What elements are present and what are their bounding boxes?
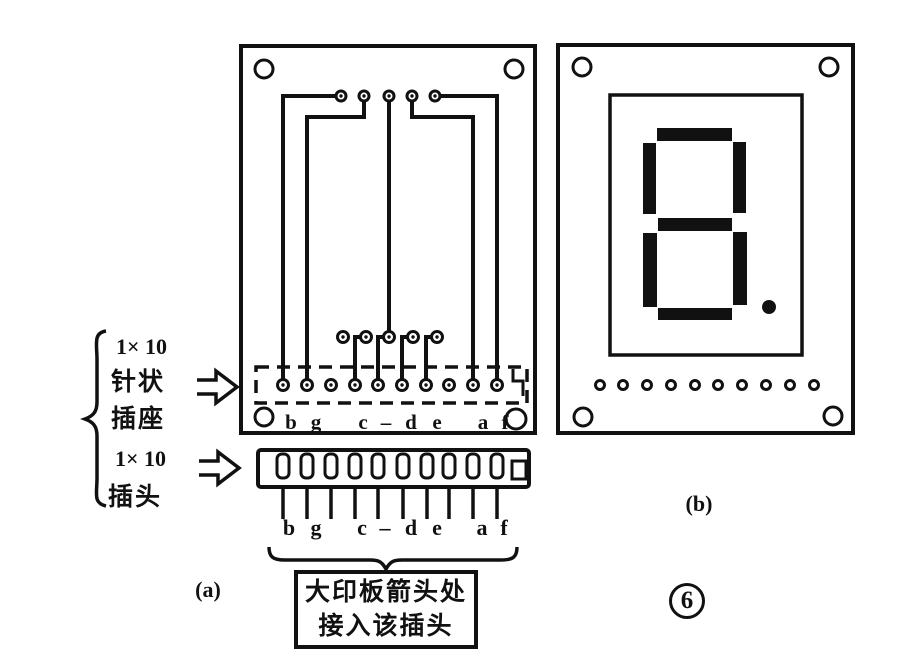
caption-a: (a) bbox=[195, 577, 221, 602]
figure-number-badge: 6 bbox=[669, 583, 705, 619]
segment-d bbox=[658, 308, 732, 320]
plug-leads bbox=[281, 487, 499, 519]
pin-label: f bbox=[500, 515, 508, 540]
socket-key-notch bbox=[511, 369, 525, 396]
pin-label: a bbox=[476, 515, 488, 540]
note-box-line2: 接入该插头 bbox=[318, 612, 454, 640]
segment-f bbox=[643, 143, 656, 214]
pin-label: e bbox=[432, 410, 442, 434]
pcb-b-pin-holes bbox=[594, 379, 820, 391]
pin-label: b bbox=[282, 515, 296, 540]
segment-b bbox=[733, 142, 746, 213]
pin-label: d bbox=[405, 410, 417, 434]
caption-b: (b) bbox=[685, 491, 713, 516]
bottom-curly-brace-icon bbox=[267, 546, 519, 573]
note-box-line1: 大印板箭头处 bbox=[304, 578, 467, 606]
pcb-b bbox=[556, 43, 855, 435]
segment-c bbox=[733, 232, 747, 305]
pin-label: b bbox=[285, 410, 297, 434]
pcb-a-middle-pads bbox=[336, 330, 444, 344]
socket-annotation-size: 1× 10 bbox=[116, 334, 168, 359]
pin-label: g bbox=[310, 515, 322, 540]
socket-dashed-outline bbox=[254, 365, 529, 405]
pin-label: c bbox=[358, 410, 368, 434]
display-module-outline bbox=[608, 93, 804, 357]
figure-number: 6 bbox=[680, 587, 694, 614]
pin-label: – bbox=[380, 410, 392, 434]
pin-label: f bbox=[501, 410, 509, 434]
pcb-a-outline bbox=[239, 44, 537, 435]
pin-label: d bbox=[404, 515, 418, 540]
socket-annotation-name: 插座 bbox=[111, 406, 166, 433]
pin-label: g bbox=[310, 410, 322, 434]
pcb-b-mounting-holes bbox=[571, 56, 844, 428]
pin-label: a bbox=[477, 410, 489, 434]
pcb-b-outline bbox=[556, 43, 855, 435]
pcb-a-socket-pads bbox=[276, 378, 504, 392]
note-box: 大印板箭头处 接入该插头 bbox=[294, 570, 478, 649]
left-curly-brace-icon bbox=[80, 329, 107, 508]
segment-dp bbox=[762, 300, 776, 314]
plug-annotation-name: 插头 bbox=[108, 484, 163, 511]
plug-key-notch bbox=[510, 459, 528, 481]
segment-a bbox=[657, 128, 732, 141]
seven-segment-digit-icon bbox=[643, 128, 776, 320]
socket-annotation-type: 针状 bbox=[111, 369, 166, 396]
segment-g bbox=[658, 218, 732, 231]
plug-pin-slots bbox=[275, 452, 528, 481]
pad-drill-dots bbox=[281, 94, 499, 387]
pin-label: e bbox=[432, 515, 442, 540]
plug-1x10 bbox=[256, 448, 531, 519]
socket-right-block-arrow-icon bbox=[197, 367, 240, 407]
pin-label: – bbox=[379, 515, 391, 540]
pcb-a bbox=[239, 44, 537, 435]
segment-e bbox=[643, 233, 657, 307]
plug-right-block-arrow-icon bbox=[199, 448, 242, 488]
plug-annotation-size: 1× 10 bbox=[115, 446, 167, 471]
plug-body bbox=[256, 448, 531, 489]
pin-label: c bbox=[357, 515, 367, 540]
pcb-a-mounting-holes bbox=[253, 58, 528, 431]
